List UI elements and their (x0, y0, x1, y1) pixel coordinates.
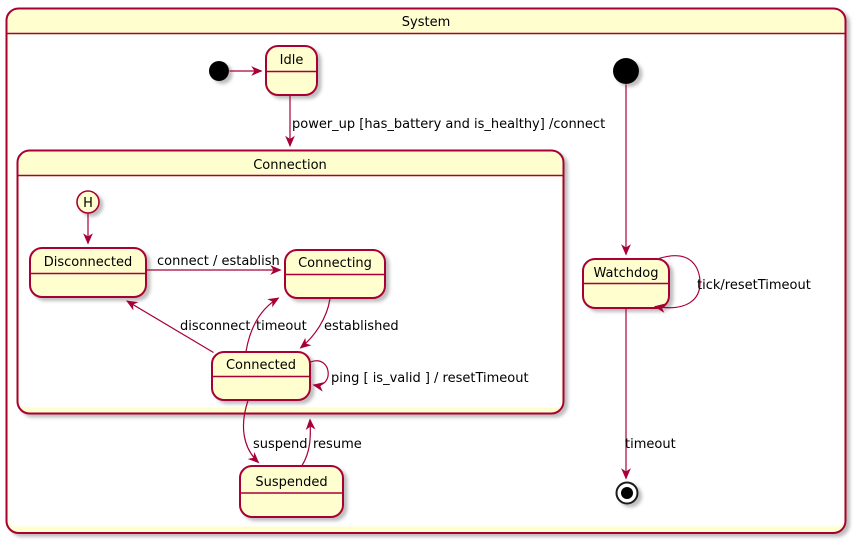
transition-established-label: established (324, 319, 399, 334)
transition-established-arrow (299, 298, 331, 349)
transition-connect-label: connect / establish (157, 254, 280, 269)
state-connected-label: Connected (226, 358, 296, 373)
state-suspended-label: Suspended (255, 475, 327, 490)
watchdog-initial-state-icon (613, 58, 639, 84)
transition-ping-label: ping [ is_valid ] / resetTimeout (331, 371, 529, 386)
history-state: H (76, 190, 100, 214)
transition-resume-label: resume (313, 437, 362, 452)
transition-suspend-arrow (242, 400, 260, 464)
state-connecting: Connecting (284, 249, 386, 299)
state-connected: Connected (211, 351, 311, 401)
state-watchdog: Watchdog (582, 258, 670, 309)
final-state-inner-dot (621, 487, 633, 499)
state-watchdog-label: Watchdog (594, 266, 659, 281)
state-idle-box (265, 45, 318, 96)
state-disconnected-box (29, 247, 147, 298)
transition-power-up-label: power_up [has_battery and is_healthy] /c… (292, 117, 605, 132)
history-state-circle (76, 190, 100, 214)
final-state-icon (615, 481, 639, 505)
transition-tick-label: tick/resetTimeout (697, 278, 811, 293)
transition-timeout-label: timeout (256, 319, 307, 334)
initial-state-icon (209, 61, 229, 81)
state-connecting-label: Connecting (298, 256, 372, 271)
transition-timeout-arrow (245, 297, 280, 352)
state-disconnected: Disconnected (29, 247, 147, 298)
state-idle: Idle (265, 45, 318, 96)
transition-resume-arrow (301, 418, 316, 466)
transition-disconnect-arrow (126, 300, 214, 354)
system-frame-title: System (402, 15, 450, 30)
transition-tick-self-loop (653, 255, 701, 313)
history-state-label: H (83, 196, 93, 211)
state-idle-label: Idle (280, 53, 304, 68)
state-disconnected-label: Disconnected (44, 255, 132, 270)
connection-frame-title: Connection (253, 158, 327, 173)
transition-ping-self-loop (310, 360, 329, 392)
state-suspended-box (239, 465, 344, 518)
transition-suspend-label: suspend (253, 437, 308, 452)
transition-disconnect-label: disconnect (180, 319, 250, 334)
transition-watchdog-timeout-label: timeout (625, 437, 676, 452)
state-suspended: Suspended (239, 465, 344, 518)
